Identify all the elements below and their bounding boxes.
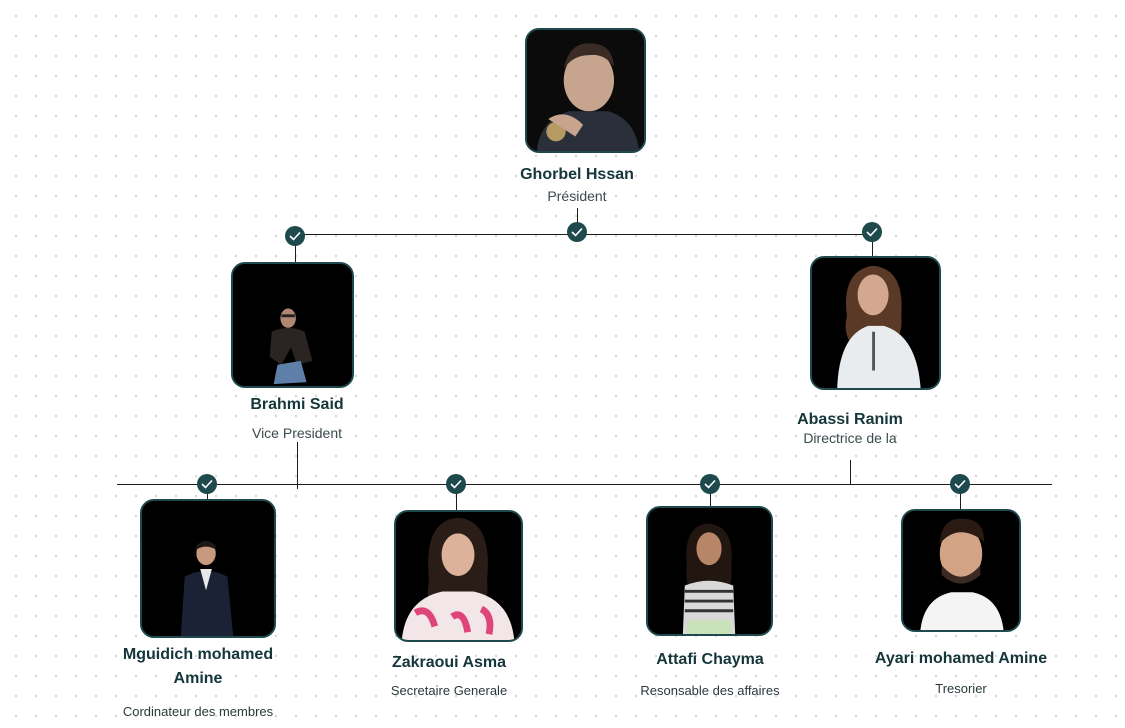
check-icon [954, 479, 966, 489]
check-node-member4[interactable] [950, 474, 970, 494]
member4-photo[interactable] [901, 509, 1021, 632]
check-node-member1[interactable] [197, 474, 217, 494]
person-photo [648, 508, 771, 634]
vice-president-name: Brahmi Said [250, 396, 344, 413]
check-node-level1-left[interactable] [285, 226, 305, 246]
member1-name: Mguidich mohamed Amine [122, 646, 274, 687]
person-photo [903, 511, 1019, 630]
president-name: Ghorbel Hssan [520, 166, 634, 183]
director-role: Directrice de la [803, 430, 897, 446]
connector-member2-drop [456, 484, 457, 511]
member1-photo[interactable] [140, 499, 276, 638]
vice-president-photo[interactable] [231, 262, 354, 388]
member3-photo[interactable] [646, 506, 773, 636]
person-photo [233, 264, 352, 386]
director-photo[interactable] [810, 256, 941, 390]
check-icon [450, 479, 462, 489]
member2-role: Secretaire Generale [390, 683, 508, 698]
member2-name: Zakraoui Asma [391, 654, 507, 671]
vice-president-role: Vice President [251, 425, 342, 441]
check-icon [866, 227, 878, 237]
check-node-level1-center[interactable] [567, 222, 587, 242]
person-photo [396, 512, 521, 640]
connector-member4-drop [960, 484, 961, 511]
connector-director-down [850, 460, 851, 484]
president-photo[interactable] [525, 28, 646, 153]
person-photo [142, 501, 274, 636]
connector-vp-drop [295, 234, 296, 264]
connector-level2-horizontal [117, 484, 1052, 485]
connector-president-down [577, 208, 578, 233]
check-node-member3[interactable] [700, 474, 720, 494]
member3-role: Resonsable des affaires [640, 683, 780, 698]
connector-member3-drop [710, 484, 711, 508]
person-photo [527, 30, 644, 151]
director-name: Abassi Ranim [797, 411, 903, 428]
person-photo [812, 258, 939, 388]
check-node-level1-right[interactable] [862, 222, 882, 242]
member4-name: Ayari mohamed Amine [874, 650, 1048, 667]
member1-role: Cordinateur des membres [122, 704, 274, 719]
member4-role: Tresorier [935, 681, 987, 696]
check-icon [704, 479, 716, 489]
member3-name: Attafi Chayma [656, 651, 764, 668]
member2-photo[interactable] [394, 510, 523, 642]
check-node-member2[interactable] [446, 474, 466, 494]
connector-director-drop [872, 234, 873, 258]
connector-vp-down [297, 442, 298, 489]
check-icon [571, 227, 583, 237]
check-icon [201, 479, 213, 489]
check-icon [289, 231, 301, 241]
president-role: Président [547, 188, 607, 204]
